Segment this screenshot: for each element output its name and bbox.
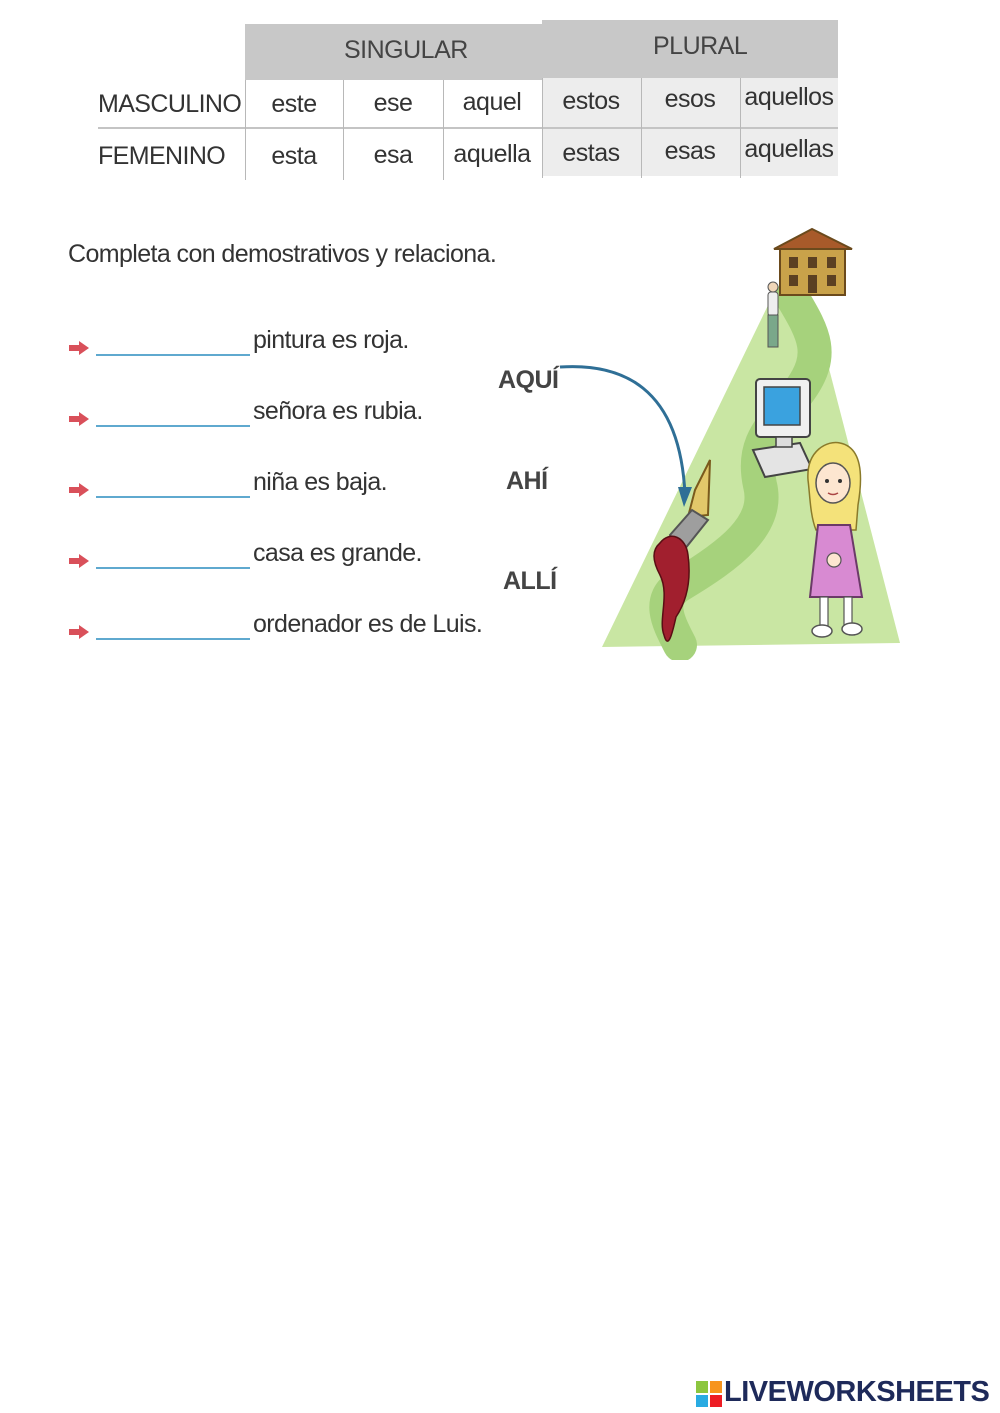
arrow-right-icon: [69, 412, 89, 426]
girl-figure-icon: [807, 441, 864, 638]
arrow-right-icon: [69, 341, 89, 355]
row-divider: [98, 127, 838, 129]
distance-illustration: [560, 227, 900, 660]
paintbrush-icon: [653, 459, 711, 642]
answer-blank[interactable]: [96, 638, 250, 640]
exercise-item-text: ordenador es de Luis.: [253, 610, 483, 638]
demonstratives-table: SINGULAR PLURAL MASCULINO este ese aquel…: [0, 0, 1000, 200]
exercise-item: señora es rubia.: [68, 397, 488, 437]
table-cell: esta: [271, 142, 317, 170]
singular-header-band: [245, 24, 542, 80]
woman-figure-icon: [767, 281, 779, 348]
place-ahi: AHÍ: [506, 467, 548, 495]
exercise-instruction: Completa con demostrativos y relaciona.: [68, 240, 497, 268]
answer-blank[interactable]: [96, 496, 250, 498]
column-divider: [245, 80, 246, 180]
table-cell: aquellas: [744, 135, 834, 163]
singular-header: SINGULAR: [344, 36, 468, 64]
answer-blank[interactable]: [96, 425, 250, 427]
house-icon: [773, 227, 853, 296]
exercise-item: casa es grande.: [68, 539, 488, 579]
exercise-item-text: pintura es roja.: [253, 326, 409, 354]
row-label-femenino: FEMENINO: [98, 142, 226, 170]
table-cell: este: [271, 90, 317, 118]
arrow-right-icon: [69, 554, 89, 568]
computer-icon: [751, 378, 814, 479]
arrow-right-icon: [69, 625, 89, 639]
table-cell: aquellos: [744, 83, 834, 111]
column-divider: [343, 80, 344, 180]
column-divider: [443, 80, 444, 180]
exercise-item-text: señora es rubia.: [253, 397, 423, 425]
plural-header-band: [542, 20, 838, 78]
arrow-right-icon: [69, 483, 89, 497]
column-divider: [641, 78, 642, 178]
liveworksheets-logo: LIVEWORKSHEETS: [696, 1376, 996, 1412]
table-cell: aquel: [462, 88, 522, 116]
place-aqui: AQUÍ: [498, 366, 559, 394]
arrow-head-icon: [678, 487, 692, 507]
column-divider: [740, 78, 741, 178]
exercise-item: ordenador es de Luis.: [68, 610, 488, 650]
plural-header: PLURAL: [653, 32, 748, 60]
place-alli: ALLÍ: [503, 567, 557, 595]
table-cell: esos: [664, 85, 716, 113]
table-cell: ese: [373, 89, 413, 117]
table-cell: esas: [664, 137, 716, 165]
exercise-item-text: niña es baja.: [253, 468, 388, 496]
exercise-item: pintura es roja.: [68, 326, 488, 366]
exercise-item: niña es baja.: [68, 468, 488, 508]
table-cell: esa: [373, 141, 413, 169]
curved-arrow: [560, 365, 687, 496]
row-label-masculino: MASCULINO: [98, 90, 242, 118]
table-cell: aquella: [453, 140, 531, 168]
answer-blank[interactable]: [96, 567, 250, 569]
table-cell: estos: [562, 87, 620, 115]
exercise-item-text: casa es grande.: [253, 539, 423, 567]
answer-blank[interactable]: [96, 354, 250, 356]
column-divider: [542, 78, 543, 178]
brand-name: LIVEWORKSHEETS: [724, 1376, 990, 1408]
liveworksheets-logo-icon: [696, 1381, 722, 1407]
table-cell: estas: [562, 139, 620, 167]
